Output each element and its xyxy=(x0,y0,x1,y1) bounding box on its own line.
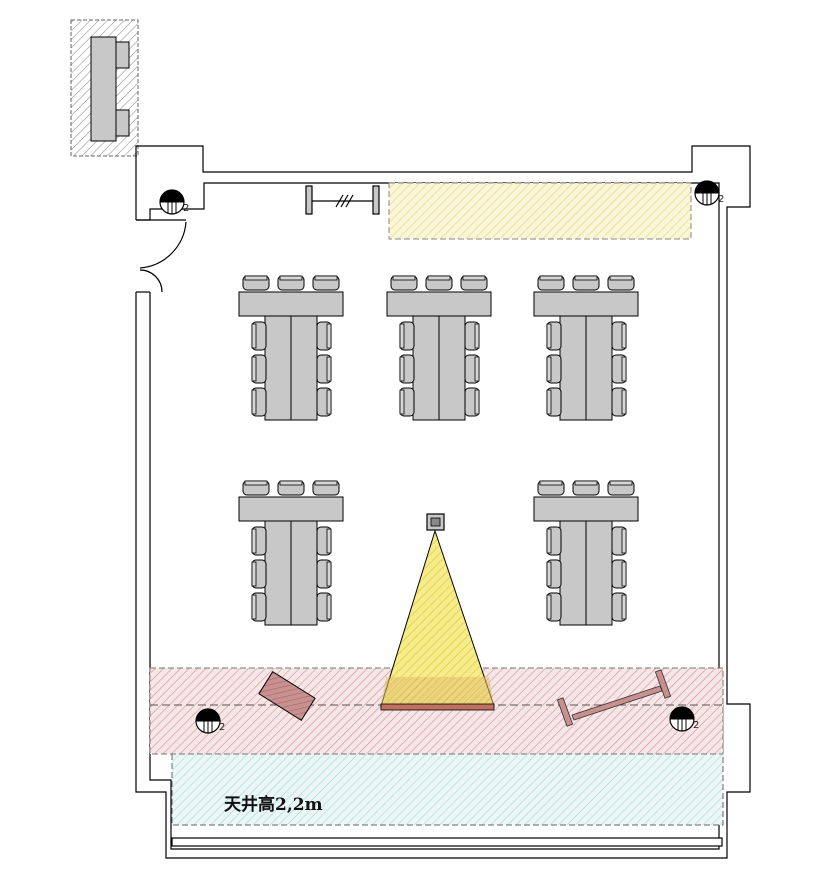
bag-object xyxy=(258,671,316,721)
speaker-icon: 2 xyxy=(669,706,699,732)
speaker-icon: 2 xyxy=(159,189,189,215)
projector xyxy=(380,513,495,711)
ceiling-height-label: 天井高2,2m xyxy=(224,795,323,815)
table-group xyxy=(534,481,638,625)
svg-text:2: 2 xyxy=(183,203,189,214)
door[interactable] xyxy=(136,219,187,293)
outdoor-unit xyxy=(70,19,139,157)
stand-object xyxy=(556,669,672,727)
table-group xyxy=(387,276,491,420)
speaker-icon: 2 xyxy=(195,708,225,734)
svg-text:2: 2 xyxy=(718,194,724,205)
table-group xyxy=(534,276,638,420)
speaker-icon: 2 xyxy=(694,180,724,206)
wall-rail xyxy=(305,185,380,215)
svg-text:2: 2 xyxy=(693,720,699,731)
table-group xyxy=(239,276,343,420)
speaker-zone-top xyxy=(388,182,692,240)
table-group xyxy=(239,481,343,625)
svg-text:2: 2 xyxy=(219,722,225,733)
